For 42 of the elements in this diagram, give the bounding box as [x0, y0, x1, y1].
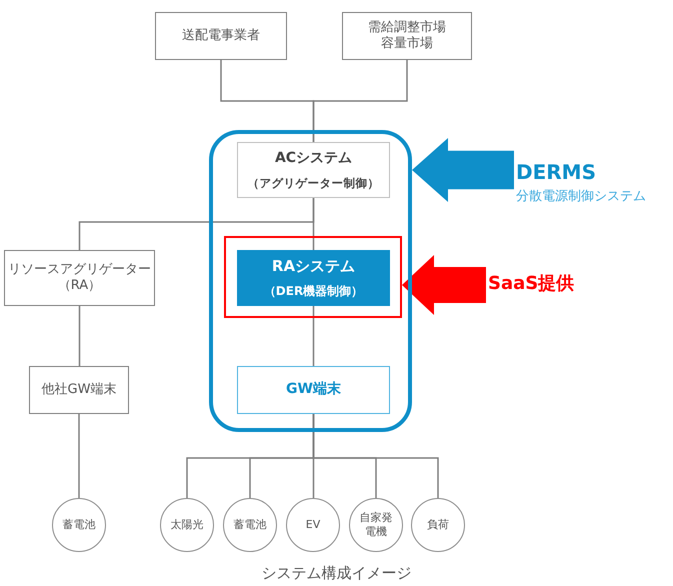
system-box — [237, 250, 390, 306]
connector-line — [78, 306, 80, 366]
callout-text: SaaS提供 — [488, 272, 574, 296]
caption: システム構成イメージ — [260, 564, 412, 583]
device-circle — [411, 498, 465, 552]
node-label: 太陽光 — [170, 518, 204, 532]
highlight-frame — [224, 236, 402, 318]
block-arrow — [412, 138, 514, 202]
node-label: 蓄電池 — [234, 518, 266, 532]
block-arrow — [402, 255, 486, 315]
entity-box — [155, 12, 287, 60]
system-box — [237, 142, 390, 198]
node-label: EV — [306, 518, 320, 532]
connector-line — [312, 414, 439, 498]
device-circle — [286, 498, 340, 552]
device-circle — [349, 498, 403, 552]
device-circle — [160, 498, 214, 552]
node-label: 負荷 — [427, 518, 449, 532]
node-label: GW端末 — [286, 381, 341, 399]
node-label: 蓄電池 — [62, 518, 96, 532]
node-label: RAシステム — [272, 257, 356, 276]
subtitle-text: 分散電源制御システム — [516, 189, 646, 206]
connector-line — [78, 414, 80, 498]
node-label: 自家発電機 — [360, 511, 392, 539]
node-label: （DER機器制御） — [264, 284, 364, 299]
node-label: 送配電事業者 — [182, 28, 260, 44]
device-circle — [223, 498, 277, 552]
entity-box — [4, 250, 155, 306]
system-boundary — [209, 130, 412, 432]
entity-box — [29, 366, 129, 414]
connector-line — [312, 60, 408, 142]
node-label: 需給調整市場容量市場 — [368, 20, 446, 52]
connector-line — [312, 198, 314, 250]
node-label: ACシステム — [274, 150, 352, 168]
gateway-box — [237, 366, 390, 414]
node-label: （アグリゲーター制御） — [248, 176, 380, 190]
heading-text: DERMS — [516, 160, 596, 186]
device-circle — [52, 498, 106, 552]
entity-box — [342, 12, 472, 60]
node-label: 他社GW端末 — [42, 382, 116, 398]
node-label: リソースアグリゲーター（RA） — [7, 262, 152, 294]
connector-line — [312, 306, 314, 366]
